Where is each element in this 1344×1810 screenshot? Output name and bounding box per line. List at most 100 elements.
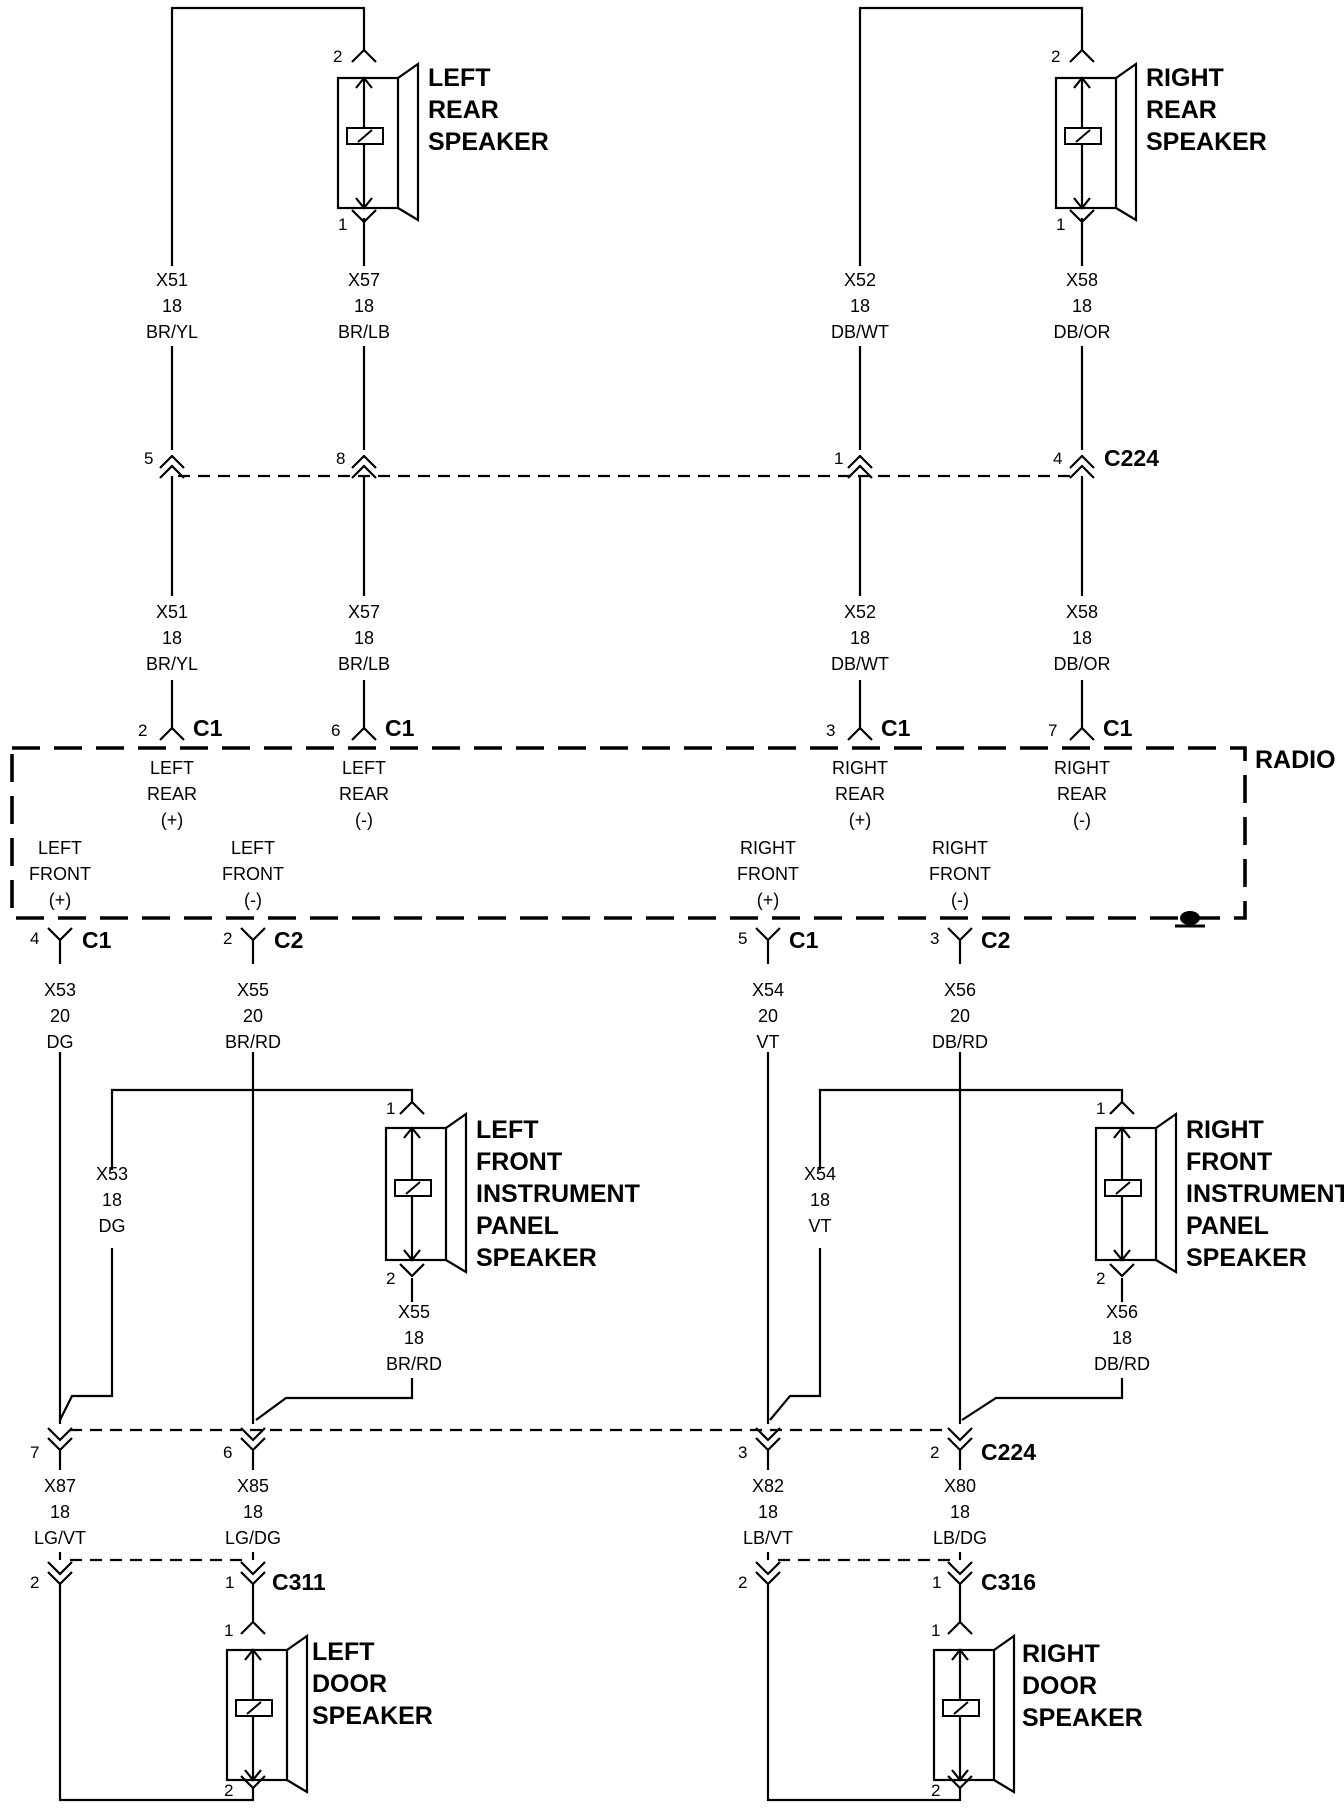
svg-text:20: 20 bbox=[50, 1006, 70, 1026]
svg-text:18: 18 bbox=[354, 296, 374, 316]
svg-text:X56: X56 bbox=[944, 980, 976, 1000]
svg-text:18: 18 bbox=[758, 1502, 778, 1522]
svg-text:RIGHT: RIGHT bbox=[1186, 1116, 1264, 1144]
svg-text:18: 18 bbox=[243, 1502, 263, 1522]
radio-pin-left-front-neg: 2 C2 bbox=[223, 927, 303, 953]
svg-text:RIGHT: RIGHT bbox=[832, 758, 888, 778]
svg-text:18: 18 bbox=[1072, 296, 1092, 316]
svg-text:2: 2 bbox=[930, 1443, 939, 1462]
svg-text:18: 18 bbox=[50, 1502, 70, 1522]
svg-text:18: 18 bbox=[162, 296, 182, 316]
svg-text:BR/YL: BR/YL bbox=[146, 322, 198, 342]
svg-text:4: 4 bbox=[1053, 449, 1062, 468]
svg-text:LB/DG: LB/DG bbox=[933, 1528, 987, 1548]
svg-text:DB/OR: DB/OR bbox=[1053, 322, 1110, 342]
svg-text:LEFT: LEFT bbox=[342, 758, 386, 778]
svg-text:(+): (+) bbox=[757, 890, 780, 910]
svg-text:RIGHT: RIGHT bbox=[1054, 758, 1110, 778]
radio-pin-right-front-neg: 3 C2 bbox=[930, 927, 1010, 953]
left-door-speaker: 1 2 LEFT DOOR SPEAKER bbox=[224, 1620, 433, 1800]
svg-text:REAR: REAR bbox=[339, 784, 389, 804]
svg-text:VT: VT bbox=[808, 1216, 831, 1236]
svg-text:REAR: REAR bbox=[1057, 784, 1107, 804]
wire-label-x82: X82 18 LB/VT bbox=[743, 1476, 793, 1548]
svg-text:LEFT: LEFT bbox=[312, 1638, 375, 1666]
svg-text:C1: C1 bbox=[193, 715, 223, 741]
svg-text:18: 18 bbox=[1072, 628, 1092, 648]
svg-text:DB/RD: DB/RD bbox=[932, 1032, 988, 1052]
wire-label-x51-top: X51 18 BR/YL bbox=[146, 270, 198, 342]
svg-text:X80: X80 bbox=[944, 1476, 976, 1496]
svg-text:2: 2 bbox=[386, 1269, 395, 1288]
svg-text:5: 5 bbox=[738, 929, 747, 948]
svg-text:1: 1 bbox=[932, 1573, 941, 1592]
svg-text:20: 20 bbox=[758, 1006, 778, 1026]
svg-text:VT: VT bbox=[756, 1032, 779, 1052]
wire-label-x58-mid: X58 18 DB/OR bbox=[1053, 602, 1110, 674]
svg-text:RIGHT: RIGHT bbox=[740, 838, 796, 858]
svg-text:18: 18 bbox=[404, 1328, 424, 1348]
right-front-ip-speaker: 1 2 RIGHT FRONT INSTRUMENT PANEL SPEAKER bbox=[1094, 1099, 1344, 1288]
svg-text:(-): (-) bbox=[244, 890, 262, 910]
svg-text:DB/RD: DB/RD bbox=[1094, 1354, 1150, 1374]
radio-terminal-right-rear-pos: RIGHT REAR (+) bbox=[832, 758, 888, 830]
right-door-speaker: 1 2 RIGHT DOOR SPEAKER bbox=[931, 1620, 1143, 1800]
svg-text:SPEAKER: SPEAKER bbox=[1186, 1244, 1307, 1272]
svg-text:8: 8 bbox=[336, 449, 345, 468]
wire-label-x52-mid: X52 18 DB/WT bbox=[831, 602, 889, 674]
svg-text:SPEAKER: SPEAKER bbox=[428, 128, 549, 156]
left-rear-speaker: 2 1 LEFT REAR SPEAKER bbox=[333, 47, 549, 234]
svg-text:LEFT: LEFT bbox=[428, 64, 491, 92]
radio-pin-left-front-pos: 4 C1 bbox=[30, 927, 112, 953]
svg-text:5: 5 bbox=[144, 449, 153, 468]
radio-pin-left-rear-pos: 2 C1 bbox=[138, 715, 223, 741]
svg-text:2: 2 bbox=[138, 721, 147, 740]
svg-text:LEFT: LEFT bbox=[150, 758, 194, 778]
svg-text:18: 18 bbox=[850, 628, 870, 648]
svg-text:2: 2 bbox=[30, 1573, 39, 1592]
svg-text:X51: X51 bbox=[156, 602, 188, 622]
svg-text:X56: X56 bbox=[1106, 1302, 1138, 1322]
svg-text:3: 3 bbox=[826, 721, 835, 740]
svg-text:C1: C1 bbox=[789, 927, 819, 953]
svg-text:18: 18 bbox=[354, 628, 374, 648]
svg-text:RIGHT: RIGHT bbox=[1146, 64, 1224, 92]
radio-pin-right-rear-neg: 7 C1 bbox=[1048, 715, 1133, 741]
svg-text:X55: X55 bbox=[398, 1302, 430, 1322]
svg-text:3: 3 bbox=[738, 1443, 747, 1462]
right-rear-speaker: 2 1 RIGHT REAR SPEAKER bbox=[1051, 47, 1267, 234]
svg-text:REAR: REAR bbox=[1146, 96, 1217, 124]
svg-text:(-): (-) bbox=[1073, 810, 1091, 830]
middle-wiring bbox=[58, 940, 1124, 1424]
c224-upper-label: C224 bbox=[1104, 445, 1159, 471]
c316-label: C316 bbox=[981, 1569, 1036, 1595]
svg-text:2: 2 bbox=[738, 1573, 747, 1592]
radio-terminal-right-rear-neg: RIGHT REAR (-) bbox=[1054, 758, 1110, 830]
svg-text:4: 4 bbox=[30, 929, 39, 948]
svg-text:C1: C1 bbox=[881, 715, 911, 741]
wire-label-x56-18: X56 18 DB/RD bbox=[1094, 1302, 1150, 1374]
svg-text:X82: X82 bbox=[752, 1476, 784, 1496]
wire-label-x56-20: X56 20 DB/RD bbox=[932, 980, 988, 1052]
svg-text:X58: X58 bbox=[1066, 602, 1098, 622]
c311-connector: 2 1 C311 bbox=[30, 1558, 326, 1595]
svg-text:20: 20 bbox=[243, 1006, 263, 1026]
svg-text:BR/LB: BR/LB bbox=[338, 654, 390, 674]
wire-label-x53-20: X53 20 DG bbox=[44, 980, 76, 1052]
svg-text:DB/WT: DB/WT bbox=[831, 654, 889, 674]
svg-text:3: 3 bbox=[930, 929, 939, 948]
svg-text:1: 1 bbox=[338, 215, 347, 234]
svg-text:FRONT: FRONT bbox=[222, 864, 284, 884]
radio-terminal-left-front-neg: LEFT FRONT (-) bbox=[222, 838, 284, 910]
wire-label-x52-top: X52 18 DB/WT bbox=[831, 270, 889, 342]
svg-text:BR/YL: BR/YL bbox=[146, 654, 198, 674]
svg-text:1: 1 bbox=[1056, 215, 1065, 234]
svg-text:X57: X57 bbox=[348, 270, 380, 290]
svg-text:DB/OR: DB/OR bbox=[1053, 654, 1110, 674]
svg-text:INSTRUMENT: INSTRUMENT bbox=[476, 1180, 640, 1208]
svg-text:1: 1 bbox=[931, 1621, 940, 1640]
svg-text:1: 1 bbox=[386, 1099, 395, 1118]
svg-text:X52: X52 bbox=[844, 602, 876, 622]
wire-label-x53-18: X53 18 DG bbox=[96, 1164, 128, 1236]
